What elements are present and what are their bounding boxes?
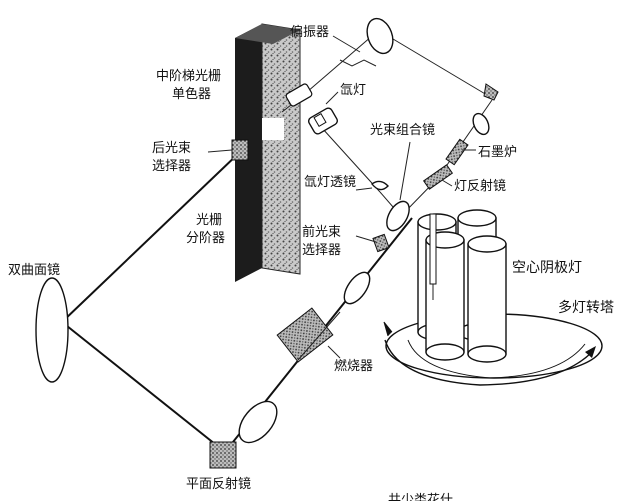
lamp-mirror xyxy=(422,164,454,190)
curved-arrow-icon xyxy=(383,321,596,386)
label-plane-mirror: 平面反射镜 xyxy=(186,476,251,492)
label-xenon-lamp: 氙灯 xyxy=(340,83,366,98)
label-beam-combiner: 光束组合镜 xyxy=(370,123,435,138)
label-xenon-lens: 氙灯透镜 xyxy=(304,175,356,190)
lens-upper xyxy=(343,271,371,305)
label-echelle-mono-line1: 中阶梯光栅 xyxy=(156,69,221,84)
lens-lower xyxy=(238,400,278,444)
graphite-furnace xyxy=(445,83,499,166)
label-polarizer: 偏振器 xyxy=(290,25,329,40)
label-front-selector-line2: 选择器 xyxy=(302,243,341,258)
beam-combiner xyxy=(386,200,410,232)
label-biconcave-mirror: 双曲面镜 xyxy=(8,263,60,278)
label-rear-selector-line2: 选择器 xyxy=(152,159,191,174)
hollow-cathode-lamps xyxy=(417,209,507,363)
xenon-lamp xyxy=(285,83,338,135)
label-rear-selector-line1: 后光束 xyxy=(152,141,191,156)
burner xyxy=(276,307,341,363)
label-front-selector-line1: 前光束 xyxy=(302,224,341,240)
plane-mirror xyxy=(209,441,237,469)
label-multi-lamp-turret: 多灯转塔 xyxy=(558,299,614,316)
label-echelle-mono-line2: 单色器 xyxy=(172,86,211,102)
caption-partial: 共少类花什 xyxy=(388,492,453,501)
label-hollow-cathode-lamp: 空心阴极灯 xyxy=(512,260,582,276)
label-burner: 燃烧器 xyxy=(334,358,373,374)
biconcave-mirror xyxy=(35,277,69,383)
leader-lines xyxy=(207,35,476,359)
label-graphite-furnace: 石墨炉 xyxy=(478,145,517,160)
echelle-grating-block xyxy=(235,23,301,282)
front-beam-selector xyxy=(372,233,390,253)
rear-beam-selector xyxy=(231,139,249,161)
polarizer xyxy=(339,17,394,67)
xenon-lens xyxy=(371,180,389,191)
label-grating-sorter-line1: 光栅 xyxy=(196,213,222,228)
label-lamp-mirror: 灯反射镜 xyxy=(454,178,506,194)
label-grating-sorter-line2: 分阶器 xyxy=(186,231,225,246)
